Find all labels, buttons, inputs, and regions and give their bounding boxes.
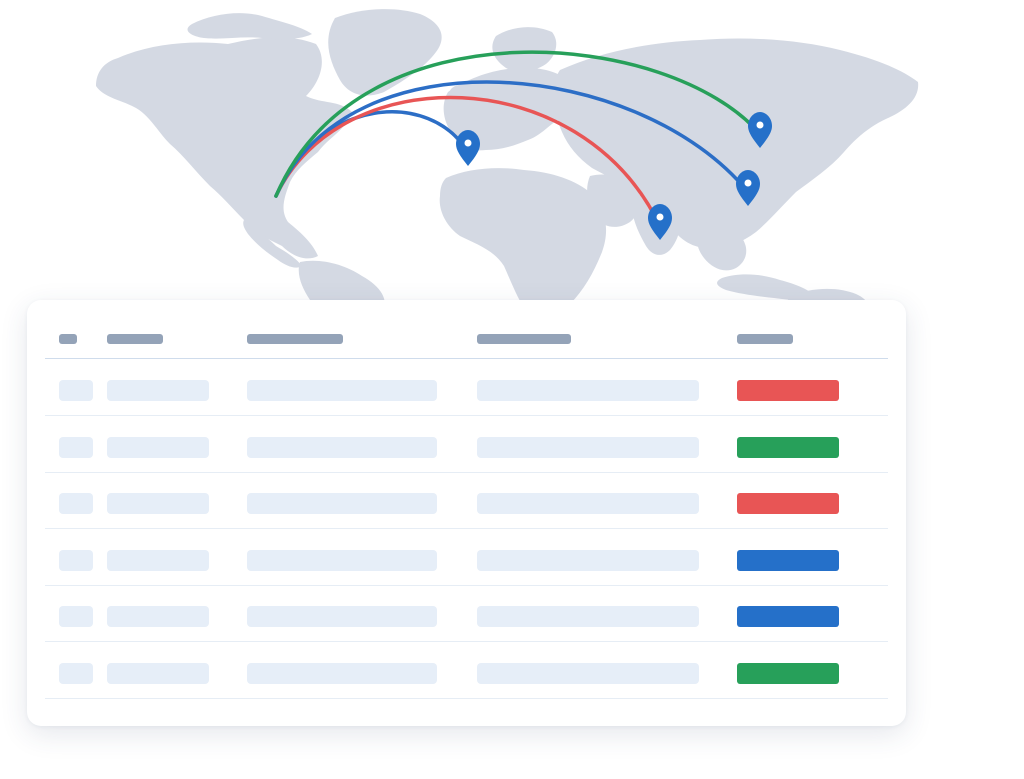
- central-america-shape: [243, 220, 302, 268]
- route-east-china-arc: [274, 80, 750, 198]
- route-india-arc: [274, 95, 662, 228]
- scandinavia-shape: [492, 27, 557, 72]
- row-id-cell: [107, 662, 209, 684]
- row-checkbox[interactable]: [59, 436, 93, 458]
- destination-pins: [456, 112, 772, 240]
- column-header-checkbox: [59, 334, 77, 344]
- row-id-cell: [107, 493, 209, 514]
- row-id-cell: [107, 606, 209, 627]
- north-america-shape: [96, 37, 352, 259]
- table-row[interactable]: [45, 585, 888, 642]
- row-id-cell: [107, 549, 209, 571]
- row-origin-cell: [247, 662, 437, 684]
- greenland-shape: [328, 9, 442, 96]
- table-row[interactable]: [45, 359, 888, 416]
- row-checkbox[interactable]: [59, 380, 93, 401]
- row-checkbox[interactable]: [59, 662, 93, 684]
- route-north-china-arc: [274, 50, 762, 198]
- indonesia-shape: [717, 274, 818, 301]
- row-origin-cell: [247, 549, 437, 571]
- row-destination-cell: [477, 606, 699, 627]
- southeast-asia-shape: [696, 222, 747, 271]
- table-row[interactable]: [45, 416, 888, 473]
- japan-shape: [785, 145, 812, 181]
- table-row[interactable]: [45, 529, 888, 586]
- arabia-shape: [587, 174, 641, 227]
- status-badge: [737, 493, 839, 514]
- map-pin-icon: [648, 204, 672, 240]
- table-row[interactable]: [45, 472, 888, 529]
- status-badge: [737, 662, 839, 684]
- continents: [96, 9, 919, 320]
- row-destination-cell: [477, 380, 699, 401]
- row-id-cell: [107, 380, 209, 401]
- row-destination-cell: [477, 493, 699, 514]
- row-checkbox[interactable]: [59, 493, 93, 514]
- flight-routes: [274, 50, 762, 228]
- row-origin-cell: [247, 606, 437, 627]
- map-pin-icon: [456, 130, 480, 166]
- map-pin-icon: [748, 112, 772, 148]
- row-destination-cell: [477, 436, 699, 458]
- row-destination-cell: [477, 549, 699, 571]
- status-badge: [737, 436, 839, 458]
- arctic-islands-shape: [187, 13, 312, 40]
- row-origin-cell: [247, 436, 437, 458]
- column-header-id: [107, 334, 163, 344]
- row-destination-cell: [477, 662, 699, 684]
- column-header-origin: [247, 334, 343, 344]
- row-origin-cell: [247, 380, 437, 401]
- row-checkbox[interactable]: [59, 549, 93, 571]
- table-row[interactable]: [45, 642, 888, 699]
- asia-shape: [553, 38, 919, 249]
- status-badge: [737, 549, 839, 571]
- table-header: [45, 300, 888, 359]
- shipments-table-card: [27, 300, 906, 726]
- africa-shape: [439, 168, 607, 318]
- column-header-destination: [477, 334, 571, 344]
- status-badge: [737, 606, 839, 627]
- europe-shape: [443, 67, 577, 151]
- row-id-cell: [107, 436, 209, 458]
- map-pin-icon: [736, 170, 760, 206]
- status-badge: [737, 380, 839, 401]
- row-checkbox[interactable]: [59, 606, 93, 627]
- row-origin-cell: [247, 493, 437, 514]
- column-header-status: [737, 334, 793, 344]
